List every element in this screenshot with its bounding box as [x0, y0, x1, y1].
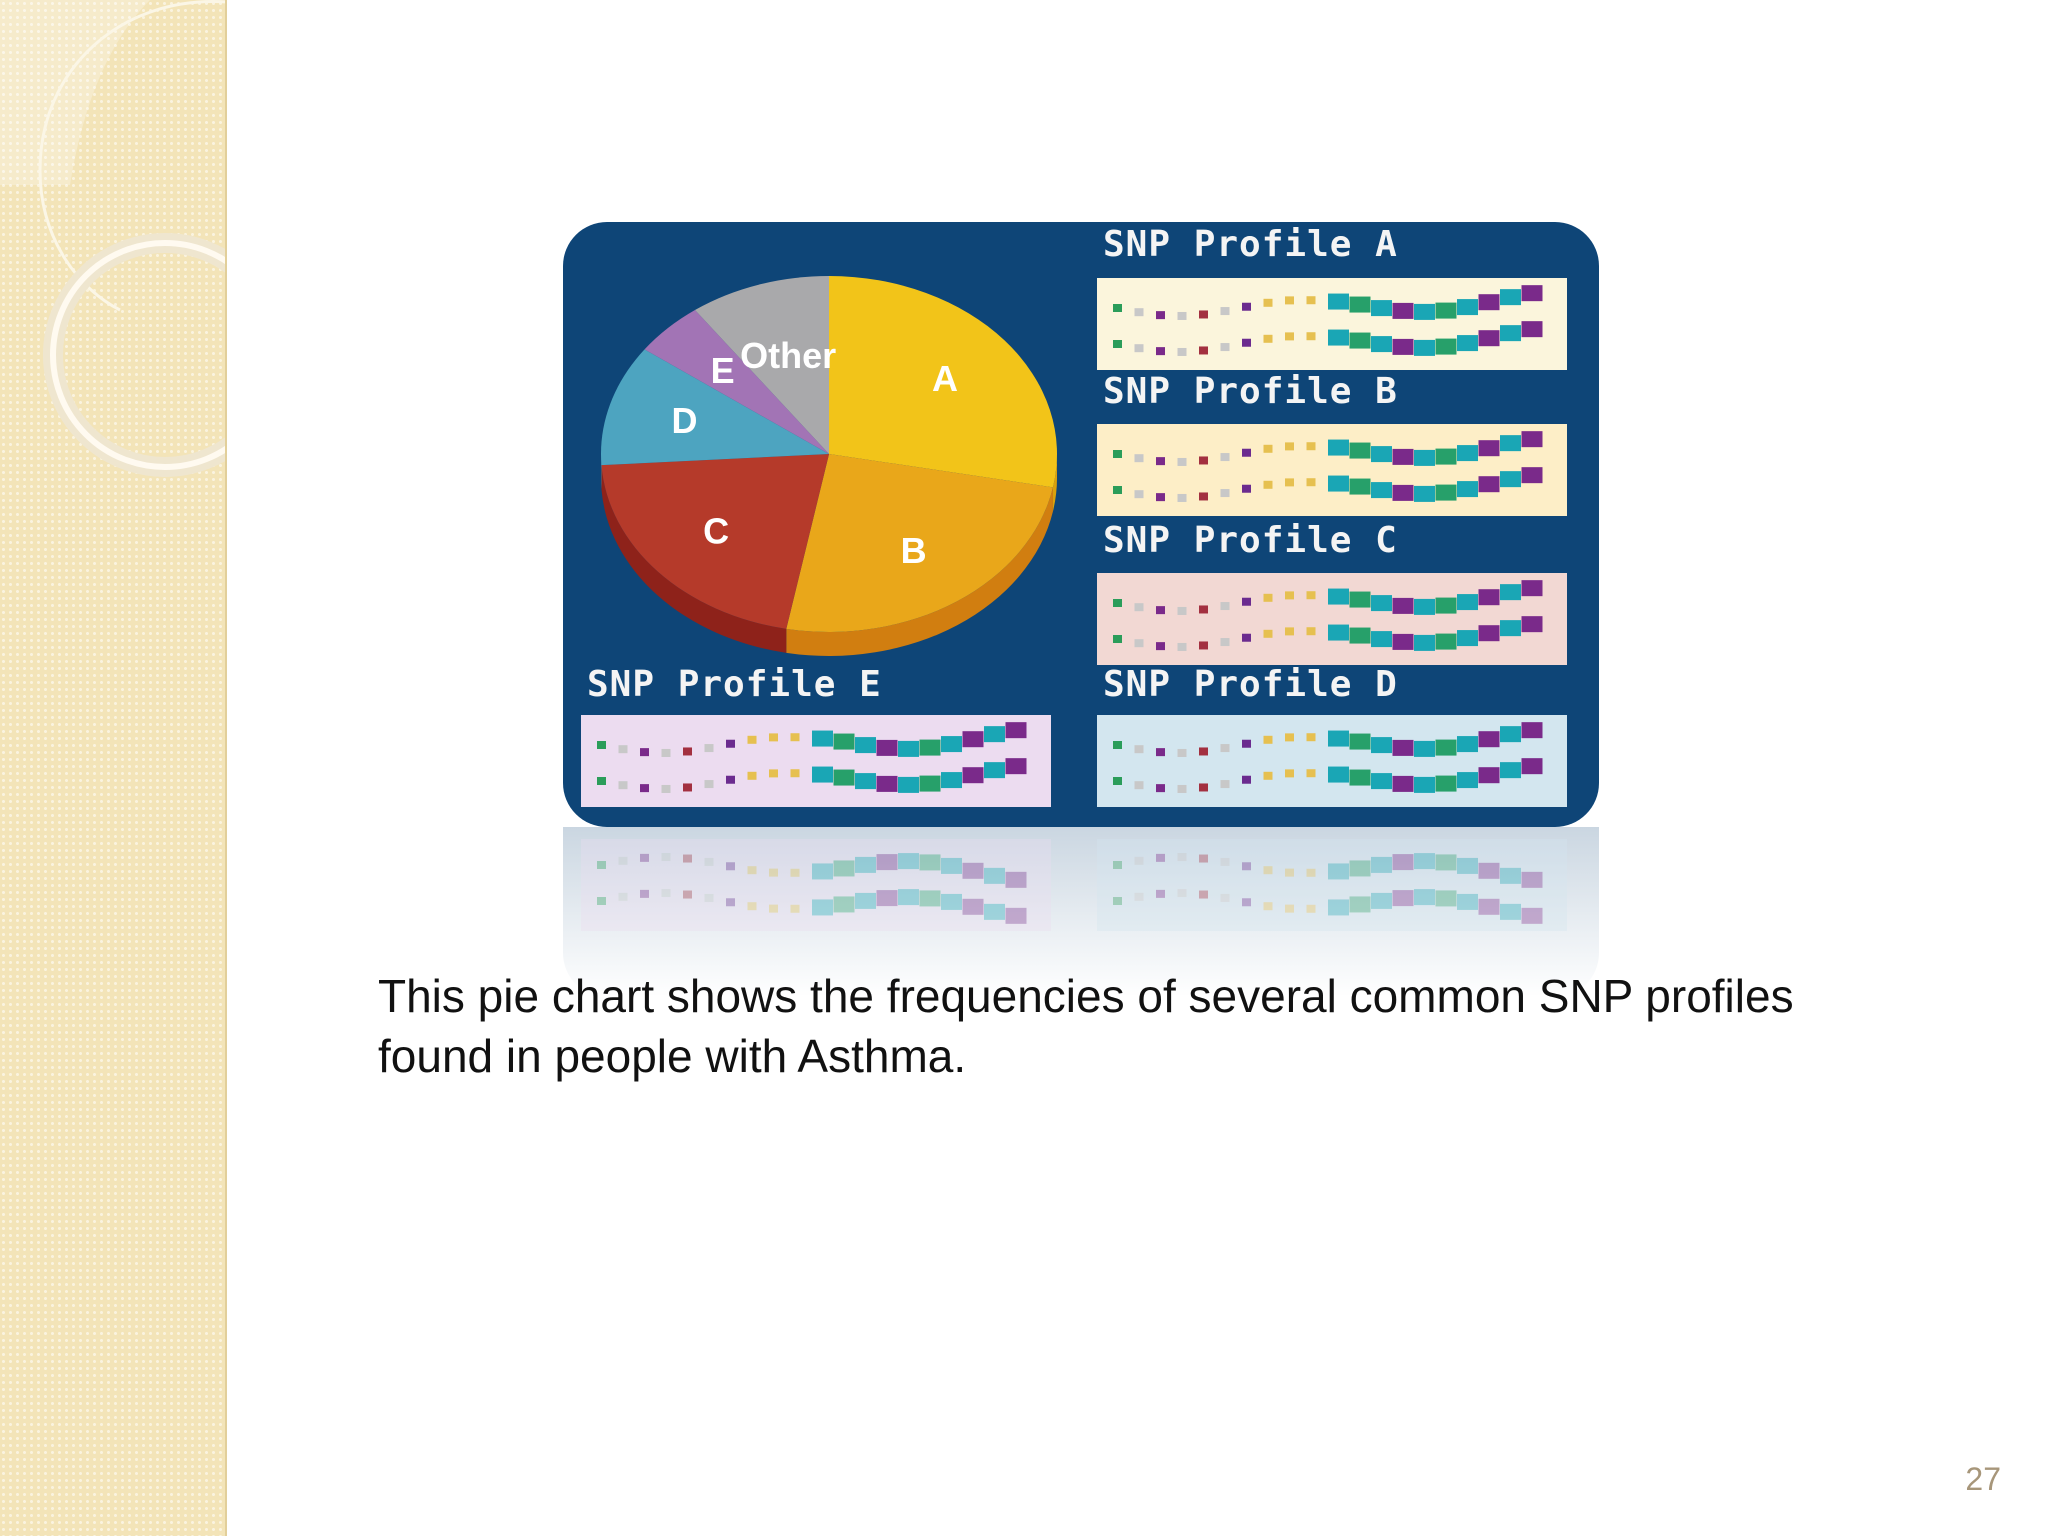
pie-label-a: A [932, 358, 958, 399]
profile-label-4: SNP Profile E [587, 664, 882, 705]
pie-slice-d [601, 349, 829, 466]
pie-slice-c [601, 454, 829, 629]
profile-panel-3 [1097, 715, 1567, 807]
pie-side-c [601, 465, 787, 653]
profile-sequence-1 [1097, 424, 1567, 516]
slide-sidebar [0, 0, 227, 1536]
profile-sequence-3 [1097, 715, 1567, 807]
pie-label-other: Other [740, 335, 836, 376]
profile-sequence-0 [1097, 278, 1567, 370]
profile-panel-2 [1097, 573, 1567, 665]
profile-panel-1 [1097, 424, 1567, 516]
pie-label-b: B [901, 530, 927, 571]
profile-label-2: SNP Profile C [1103, 520, 1398, 561]
card-reflection [563, 827, 1599, 997]
profile-label-3: SNP Profile D [1103, 664, 1398, 705]
reflection-panel-e [581, 839, 1051, 931]
pie-slice-e [644, 309, 829, 454]
pie-label-c: C [703, 511, 729, 552]
decorative-rings [0, 0, 227, 477]
pie-slice-a [829, 276, 1057, 488]
reflection-sequence-d [1097, 839, 1567, 931]
pie-label-d: D [671, 400, 697, 441]
profile-label-1: SNP Profile B [1103, 371, 1398, 412]
profile-sequence-2 [1097, 573, 1567, 665]
pie-side-a [1052, 454, 1057, 512]
slide-caption: This pie chart shows the frequencies of … [378, 970, 1794, 1082]
page-number: 27 [1965, 1461, 2001, 1497]
reflection-panel-d [1097, 839, 1567, 931]
profile-panel-4 [581, 715, 1051, 807]
profile-panel-0 [1097, 278, 1567, 370]
pie-slice-other [694, 276, 829, 454]
pie-slice-b [786, 454, 1053, 632]
pie-label-e: E [711, 350, 735, 391]
reflection-sequence-e [581, 839, 1051, 931]
profile-label-0: SNP Profile A [1103, 224, 1398, 265]
profile-sequence-4 [581, 715, 1051, 807]
pie-side-b [786, 487, 1053, 656]
